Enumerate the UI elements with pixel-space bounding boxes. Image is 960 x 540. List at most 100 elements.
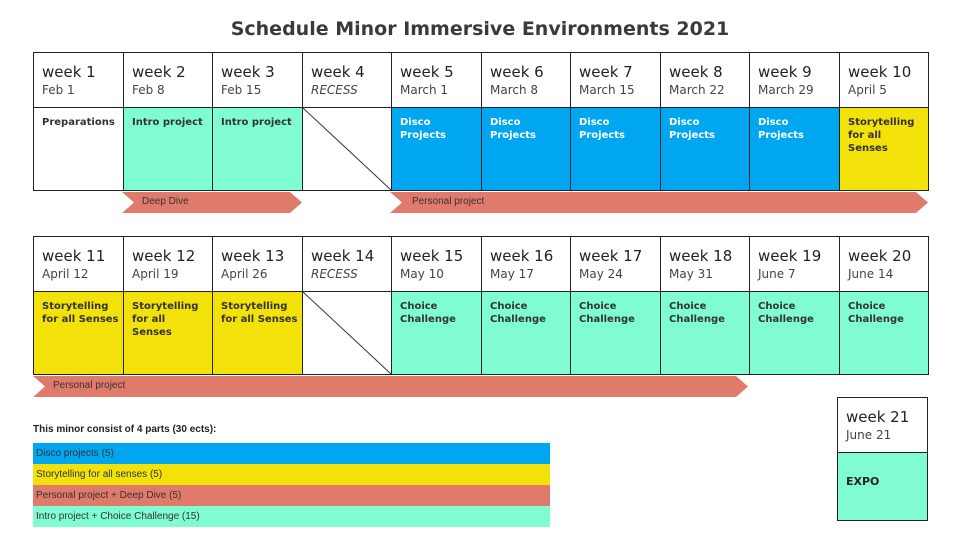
arrow-label: Deep Dive <box>142 196 189 207</box>
week-number: week 14 <box>311 247 375 265</box>
arrow-label: Personal project <box>412 196 485 207</box>
week-header: week 1 Feb 1 <box>33 52 124 108</box>
week-date: March 8 <box>490 83 539 97</box>
project-arrow: Personal project <box>390 192 928 213</box>
week-date: April 12 <box>42 267 89 281</box>
activity-label: Choice Challenge <box>579 301 635 325</box>
week-number: week 10 <box>848 63 912 81</box>
week-number: week 13 <box>221 247 285 265</box>
week-number: week 20 <box>848 247 912 265</box>
week-number: week 6 <box>490 63 544 81</box>
activity-label: Choice Challenge <box>848 301 904 325</box>
activity-label: Storytelling for all Senses <box>42 301 119 325</box>
legend: This minor consist of 4 parts (30 ects):… <box>33 424 550 527</box>
recess-cell <box>302 291 392 375</box>
week-activity: Preparations <box>33 107 124 191</box>
week-number: week 19 <box>758 247 822 265</box>
week-number: week 1 <box>42 63 96 81</box>
week-number: week 9 <box>758 63 812 81</box>
week-number: week 3 <box>221 63 275 81</box>
activity-label: Disco Projects <box>579 117 626 141</box>
activity-label: Disco Projects <box>758 117 805 141</box>
legend-item: Personal project + Deep Dive (5) <box>33 485 550 506</box>
activity-label: Choice Challenge <box>400 301 456 325</box>
activity-label: Preparations <box>42 117 115 128</box>
legend-item: Disco projects (5) <box>33 443 550 464</box>
project-arrow: Personal project <box>33 376 748 397</box>
week-header: week 8 March 22 <box>660 52 750 108</box>
week-date: March 22 <box>669 83 725 97</box>
week-activity: Choice Challenge <box>660 291 750 375</box>
week-date: March 1 <box>400 83 449 97</box>
week-activity: Disco Projects <box>481 107 571 191</box>
week-activity: Choice Challenge <box>839 291 929 375</box>
week-header: week 14 RECESS <box>302 236 392 292</box>
week-date: May 24 <box>579 267 623 281</box>
activity-label: Choice Challenge <box>669 301 725 325</box>
week-date: April 5 <box>848 83 887 97</box>
activity-label: Disco Projects <box>400 117 447 141</box>
week-activity: Choice Challenge <box>481 291 571 375</box>
week-date: Feb 8 <box>132 83 165 97</box>
expo-week-activity: EXPO <box>837 452 928 521</box>
week-header: week 15 May 10 <box>391 236 482 292</box>
week-header: week 17 May 24 <box>570 236 661 292</box>
recess-cell <box>302 107 392 191</box>
arrow-shape <box>390 192 928 213</box>
arrow-shape <box>33 376 748 397</box>
week-date: March 15 <box>579 83 635 97</box>
week-number: week 5 <box>400 63 454 81</box>
arrow-label: Personal project <box>53 380 126 391</box>
week-activity: Disco Projects <box>570 107 661 191</box>
legend-item: Storytelling for all senses (5) <box>33 464 550 485</box>
week-number: week 18 <box>669 247 733 265</box>
week-date: April 26 <box>221 267 268 281</box>
activity-label: Disco Projects <box>490 117 537 141</box>
week-date: RECESS <box>311 83 358 97</box>
week-date: June 7 <box>758 267 796 281</box>
week-header: week 11 April 12 <box>33 236 124 292</box>
expo-week-header: week 21 June 21 <box>837 397 928 453</box>
week-activity: Storytelling for all Senses <box>123 291 213 375</box>
week-activity: Choice Challenge <box>749 291 840 375</box>
recess-diagonal <box>303 108 391 190</box>
activity-label: Choice Challenge <box>758 301 814 325</box>
activity-label: Storytelling for all Senses <box>221 301 298 325</box>
week-date: RECESS <box>311 267 358 281</box>
activity-label: Disco Projects <box>669 117 716 141</box>
week-number: week 21 <box>846 408 910 426</box>
week-date: April 19 <box>132 267 179 281</box>
week-number: week 7 <box>579 63 633 81</box>
week-number: week 11 <box>42 247 106 265</box>
week-activity: Choice Challenge <box>570 291 661 375</box>
activity-label: Choice Challenge <box>490 301 546 325</box>
week-activity: Storytelling for all Senses <box>212 291 303 375</box>
week-number: week 15 <box>400 247 464 265</box>
activity-label: EXPO <box>846 475 880 488</box>
week-date: June 21 <box>846 428 892 442</box>
week-header: week 5 March 1 <box>391 52 482 108</box>
week-number: week 16 <box>490 247 554 265</box>
week-date: Feb 15 <box>221 83 262 97</box>
week-activity: Disco Projects <box>660 107 750 191</box>
week-header: week 7 March 15 <box>570 52 661 108</box>
week-activity: Disco Projects <box>391 107 482 191</box>
legend-title: This minor consist of 4 parts (30 ects): <box>33 424 217 435</box>
recess-diagonal <box>303 292 391 374</box>
arrow-shape <box>122 192 302 213</box>
week-date: May 10 <box>400 267 444 281</box>
week-number: week 17 <box>579 247 643 265</box>
week-header: week 3 Feb 15 <box>212 52 303 108</box>
week-header: week 10 April 5 <box>839 52 929 108</box>
week-activity: Intro project <box>123 107 213 191</box>
activity-label: Intro project <box>221 117 292 128</box>
week-activity: Storytelling for all Senses <box>33 291 124 375</box>
week-number: week 8 <box>669 63 723 81</box>
week-date: Feb 1 <box>42 83 75 97</box>
page-title: Schedule Minor Immersive Environments 20… <box>230 18 730 40</box>
